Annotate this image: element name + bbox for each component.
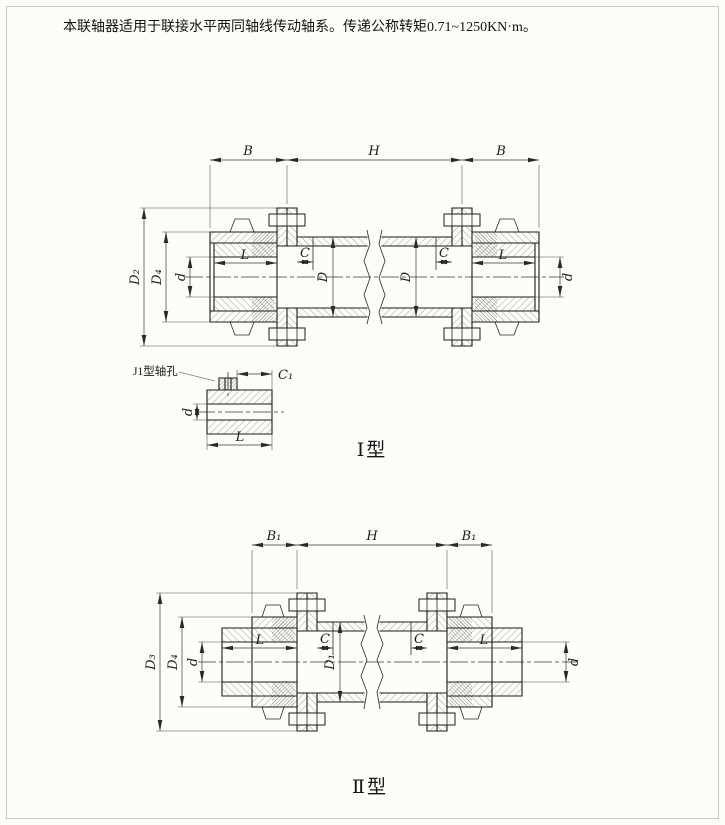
type2-dim-d1: D₁ [323,654,338,671]
detail-dim-d: d [181,408,196,416]
detail-dim-c1: C₁ [278,368,293,383]
page-border [6,6,719,819]
type1-dim-b-left: B [242,144,253,159]
type2-dim-d4: D₄ [166,654,181,671]
type2-dim-d-bore-right: d [567,658,582,666]
type1-caption: Ⅰ型 [357,439,388,461]
type2-dim-c-right: C [414,632,424,647]
type1-dim-dd-right: D [399,271,414,283]
type1-dim-d2: D₂ [128,269,143,286]
type2-dim-b1-right: B₁ [461,529,477,544]
type1-dim-b-right: B [495,144,506,159]
type1-dim-h: H [367,144,380,159]
detail-label: J1型轴孔 [133,364,178,378]
type2-dim-d3: D₃ [144,654,159,671]
type1-dim-d4: D₄ [150,269,165,286]
type2-dim-d-bore-left: d [186,658,201,666]
type1-dim-d-bore-left: d [174,273,189,281]
type2-dim-c-left: C [320,632,330,647]
type1-drawing: B H B D₂ D₄ d d L L C C D D J1型轴孔 C₁ d L [128,144,576,461]
type2-dimension-lines [157,542,569,731]
type1-dim-l-left: L [240,248,250,263]
type2-dim-b1-left: B₁ [266,529,282,544]
description-text: 本联轴器适用于联接水平两同轴线传动轴系。传递公称转矩0.71~1250KN·m。 [63,18,537,35]
type2-dim-l-left: L [255,633,265,648]
type2-dim-h: H [365,529,378,544]
type2-drawing: B₁ H B₁ D₃ D₄ d d L L C C D₁ Ⅱ型 [144,529,582,798]
type1-dim-d-bore-right: d [561,273,576,281]
type1-dimension-lines [141,157,563,346]
type1-dim-dd-left: D [316,271,331,283]
detail-dim-l: L [235,430,245,445]
type1-dim-l-right: L [498,248,508,263]
type1-bore-detail: J1型轴孔 C₁ d L [133,364,293,450]
type2-caption: Ⅱ型 [352,776,388,798]
type2-dim-l-right: L [479,633,489,648]
type1-dim-c-left: C [300,246,310,261]
type1-dim-c-right: C [439,246,449,261]
